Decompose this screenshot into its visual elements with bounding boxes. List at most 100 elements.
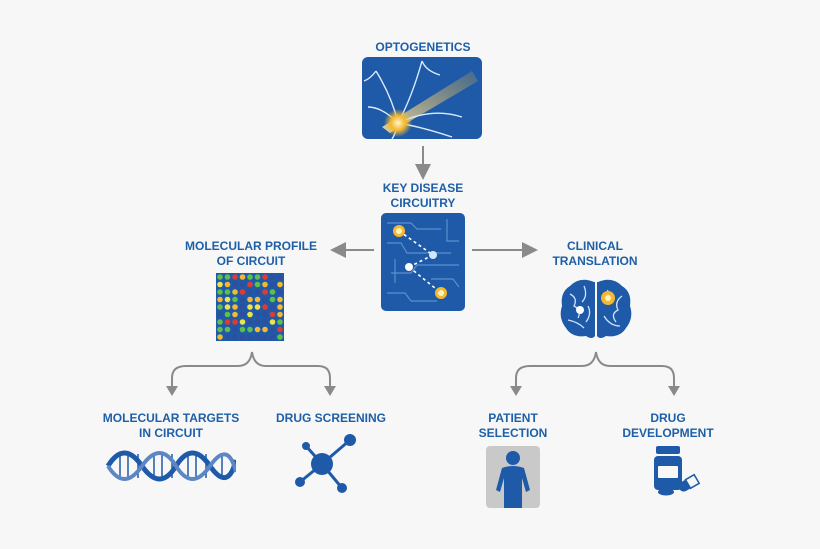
optogenetics-text: OPTOGENETICS [375,40,471,54]
molecular-profile-line1: MOLECULAR PROFILE [185,239,317,253]
heatmap-dot [224,289,231,295]
heatmap-dot [269,289,276,295]
heatmap-dot [247,326,253,333]
heatmap-dot [262,319,268,325]
brace-right [515,351,675,388]
heatmap-dot [239,334,246,340]
heatmap-dot [277,319,283,325]
heatmap-dot [247,304,253,310]
heatmap-dot [217,274,223,280]
heatmap-dot [277,311,283,318]
heatmap-dot [239,274,246,280]
brace-right-arrow-b [668,386,680,396]
heatmap-dot [269,274,276,280]
heatmap-dot [224,281,231,288]
brain-icon [560,279,632,338]
heatmap-dot [262,311,268,318]
heatmap-dot [254,304,261,310]
heatmap-dot [217,296,223,303]
heatmap-dot [232,281,238,288]
key-disease-line1: KEY DISEASE [382,181,464,195]
patient-selection-label: PATIENT SELECTION [468,411,558,441]
heatmap-dot [224,296,231,303]
heatmap-dot [232,334,238,340]
molecule-network-icon [295,434,356,493]
brace-right-arrow-a [510,386,522,396]
heatmap-dot [232,289,238,295]
heatmap-dot [239,311,246,318]
heatmap-dot [254,274,261,280]
brace-left [171,351,331,388]
optogenetics-label: OPTOGENETICS [360,40,486,55]
dna-helix-icon [105,450,236,482]
heatmap-dot [269,281,276,288]
heatmap-dot [247,311,253,318]
heatmap-dot [262,334,268,340]
heatmap-dot [239,296,246,303]
clinical-line1: CLINICAL [567,239,623,253]
heatmap-dot [217,326,223,333]
heatmap-dot [217,311,223,318]
heatmap-dot [254,326,261,333]
heatmap-dot [247,289,253,295]
drug-screening-label: DRUG SCREENING [268,411,394,426]
heatmap-dot [217,281,223,288]
heatmap-dot [277,281,283,288]
heatmap-dot [277,274,283,280]
heatmap-dot [247,319,253,325]
heatmap-dot [247,296,253,303]
molecular-targets-line1: MOLECULAR TARGETS [102,411,240,425]
heatmap-dot [277,326,283,333]
molecular-targets-label: MOLECULAR TARGETS IN CIRCUIT [96,411,246,441]
heatmap-dot [239,304,246,310]
heatmap-dot [217,289,223,295]
heatmap-dot [247,334,253,340]
heatmap-dot [277,296,283,303]
heatmap-dot [247,281,253,288]
heatmap-dot [239,326,246,333]
neuron-light-icon [362,57,482,139]
heatmap-grid-icon [216,273,284,341]
heatmap-dot [269,296,276,303]
molecular-targets-line2: IN CIRCUIT [139,426,203,440]
heatmap-dot [262,296,268,303]
circuit-board-icon [381,213,465,311]
heatmap-dot [277,334,283,340]
heatmap-dot [239,289,246,295]
heatmap-dot [239,319,246,325]
molecular-profile-label: MOLECULAR PROFILE OF CIRCUIT [176,239,326,269]
drug-screening-text: DRUG SCREENING [275,411,386,425]
heatmap-dot [269,319,276,325]
heatmap-dot [224,319,231,325]
heatmap-dot [254,334,261,340]
heatmap-dot [277,304,283,310]
heatmap-dot [262,281,268,288]
heatmap-dot [239,281,246,288]
heatmap-dot [232,304,238,310]
heatmap-dot [232,274,238,280]
clinical-translation-label: CLINICAL TRANSLATION [540,239,650,269]
heatmap-dot [232,296,238,303]
heatmap-dot [269,311,276,318]
heatmap-dot [254,319,261,325]
heatmap-dot [217,319,223,325]
clinical-line2: TRANSLATION [552,254,638,268]
heatmap-dot [224,274,231,280]
brace-left-arrow-a [166,386,178,396]
heatmap-dot [269,334,276,340]
heatmap-dot [262,274,268,280]
heatmap-dot [262,304,268,310]
heatmap-dot [262,289,268,295]
pill-bottle-icon [654,446,700,496]
key-disease-line2: CIRCUITRY [390,196,456,210]
molecular-profile-line2: OF CIRCUIT [216,254,286,268]
heatmap-dot [224,304,231,310]
heatmap-dot [232,311,238,318]
brace-left-arrow-b [324,386,336,396]
heatmap-dot [254,296,261,303]
heatmap-dot [254,289,261,295]
drug-development-line1: DRUG [650,411,686,425]
person-silhouette-icon [486,446,540,508]
heatmap-dot [254,281,261,288]
